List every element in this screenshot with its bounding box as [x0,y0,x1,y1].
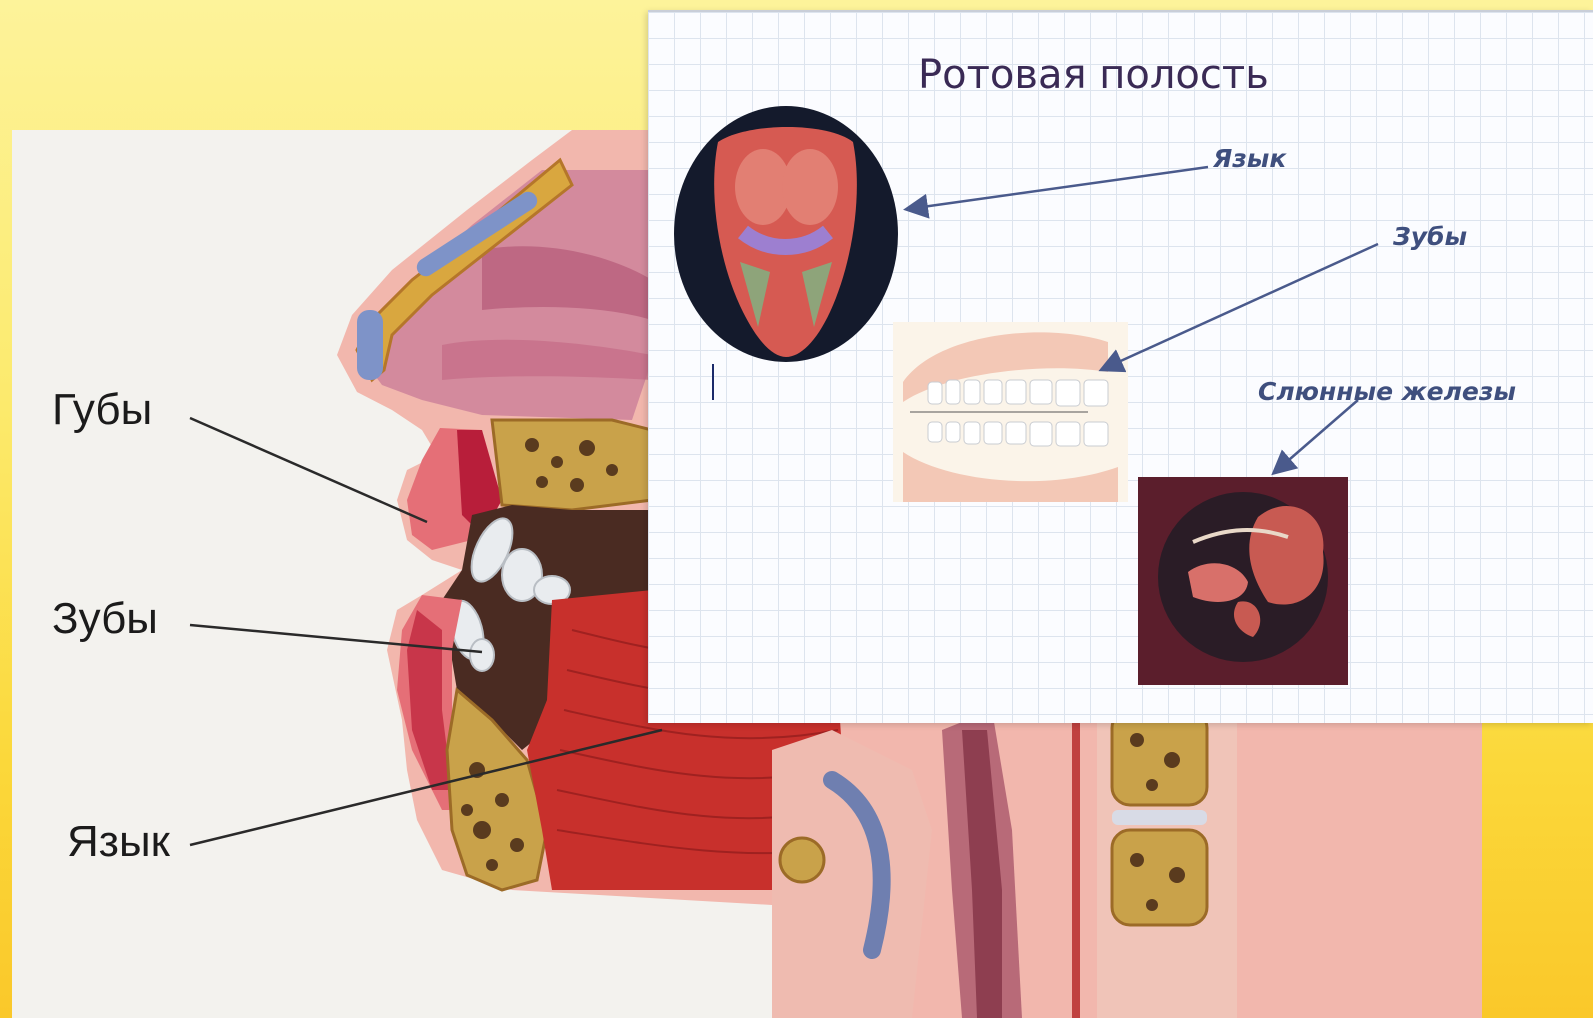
slide-label-salivary-glands: Слюнные железы [1258,377,1516,406]
slide-label-teeth: Зубы [1393,222,1467,251]
tongue-image [674,106,898,362]
maxilla [492,420,652,510]
teeth-image [893,322,1128,502]
slide-illustrations [648,12,1593,723]
salivary-gland-image [1138,477,1348,685]
hyoid-bone [780,838,824,882]
text-cursor [712,364,714,400]
oral-cavity-slide: Ротовая полость [648,10,1593,723]
label-lips: Губы [52,388,152,432]
label-tongue: Язык [67,820,170,864]
slide-label-tongue: Язык [1213,144,1286,173]
label-teeth: Зубы [52,597,158,641]
